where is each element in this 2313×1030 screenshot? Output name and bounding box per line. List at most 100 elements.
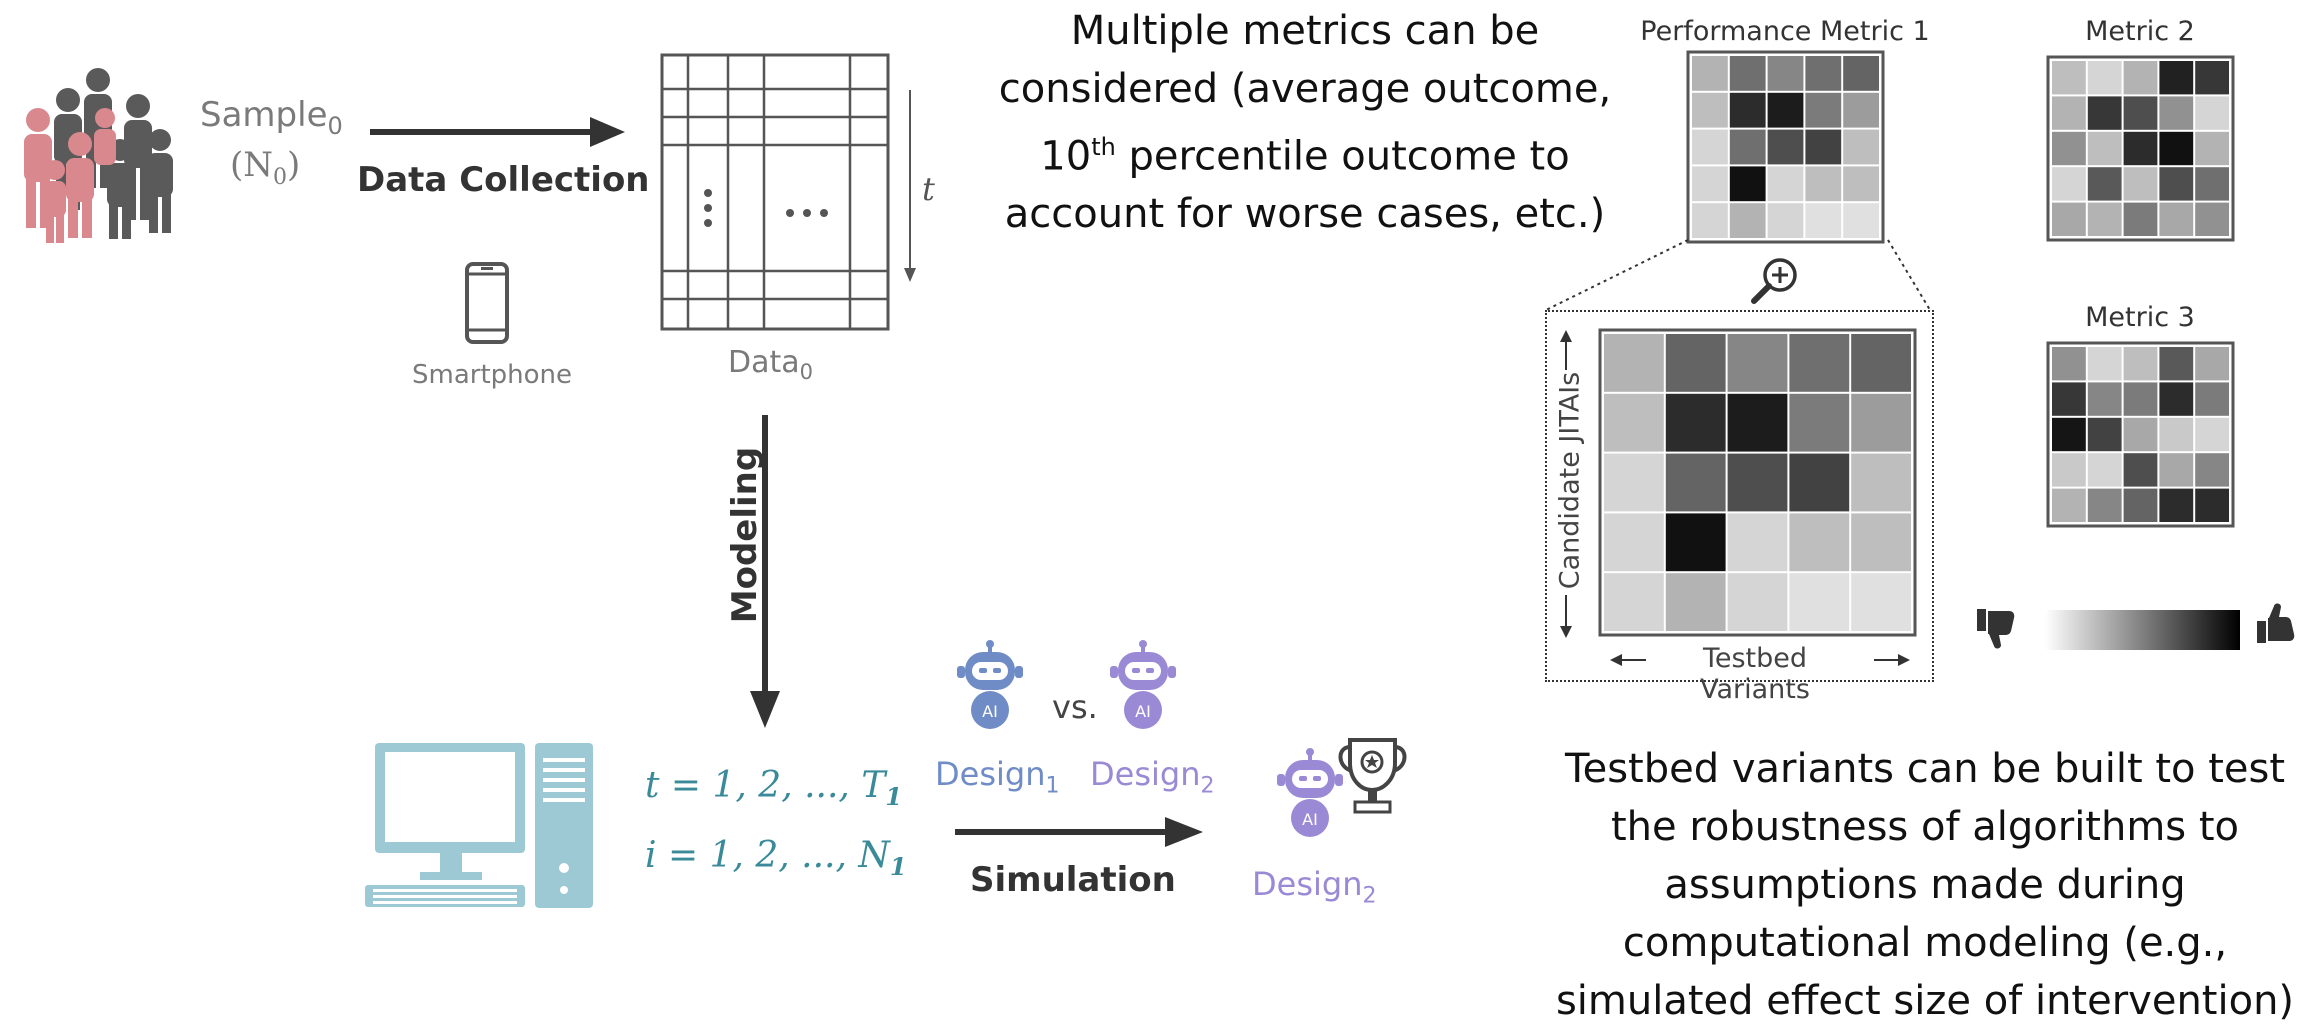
metric3-cell-r1-c4	[2195, 382, 2229, 416]
sample-label-text: Sample	[200, 95, 328, 135]
i-range-text: i = 1, 2, ..., N	[645, 835, 890, 876]
metric3-cell-r4-c0	[2052, 488, 2086, 522]
winner-subscript: 2	[1362, 883, 1377, 909]
metric3-cell-r1-c1	[2087, 382, 2122, 416]
zoom-cell-r3-c0	[1604, 513, 1664, 572]
metric1-cell-r1-c4	[1843, 92, 1879, 128]
winner-label-text: Design	[1252, 865, 1363, 903]
metrics-note: Multiple metrics can be considered (aver…	[985, 2, 1625, 243]
zoom-cell-r1-c3	[1789, 393, 1850, 452]
metrics-note-line3-post: percentile outcome to	[1115, 133, 1570, 180]
sample-label: Sample0	[200, 95, 343, 140]
testbed-note-line1: Testbed variants can be built to test	[1564, 746, 2286, 792]
metrics-note-line3: 10th percentile outcome to	[985, 118, 1625, 185]
ai-robot-icon-winner: AI	[1277, 748, 1343, 837]
zoom-cell-r4-c1	[1665, 573, 1726, 631]
metrics-note-line2: considered (average outcome,	[998, 66, 1612, 112]
metric1-cell-r0-c0	[1692, 56, 1728, 91]
metric2-cell-r3-c1	[2087, 167, 2122, 201]
metric3-cell-r1-c2	[2123, 382, 2158, 416]
sample-n-close: )	[287, 145, 301, 185]
metric2-cell-r1-c4	[2195, 96, 2229, 130]
trophy-icon	[1338, 738, 1407, 814]
metric3-cell-r2-c3	[2159, 417, 2194, 452]
metric3-cell-r0-c3	[2159, 347, 2194, 381]
data-table-label: Data0	[728, 345, 813, 384]
metric2-cell-r3-c3	[2159, 167, 2194, 201]
modeling-arrow	[750, 415, 780, 728]
testbed-note-line5: simulated effect size of intervention)	[1555, 978, 2295, 1024]
metric2-cell-r0-c2	[2123, 61, 2158, 95]
testbed-note-line3: assumptions made during	[1664, 862, 2186, 908]
metric1-cell-r0-c1	[1729, 56, 1766, 91]
metric1-cell-r1-c1	[1729, 92, 1766, 128]
metric1-cell-r2-c0	[1692, 129, 1728, 165]
metric2-cell-r1-c1	[2087, 96, 2122, 130]
metric1-cell-r2-c1	[1729, 129, 1766, 165]
zoom-cell-r0-c3	[1789, 334, 1850, 392]
data-subscript: 0	[799, 360, 814, 384]
i-range-subscript: 1	[889, 852, 907, 882]
testbed-note-line4: computational modeling (e.g.,	[1622, 920, 2228, 966]
zoom-cell-r2-c4	[1851, 453, 1911, 512]
metric1-cell-r1-c2	[1767, 92, 1804, 128]
zoom-cell-r4-c0	[1604, 573, 1664, 631]
zoom-cell-r3-c2	[1727, 513, 1788, 572]
t-range: t = 1, 2, ..., T1	[645, 765, 902, 811]
color-scale-bar	[2045, 610, 2240, 650]
metric1-cell-r3-c2	[1767, 166, 1804, 202]
metric1-cell-r3-c4	[1843, 166, 1879, 202]
computer-icon	[365, 743, 593, 908]
metric2-cell-r0-c3	[2159, 61, 2194, 95]
t-range-subscript: 1	[885, 782, 903, 812]
time-label: t	[922, 170, 935, 208]
smartphone-icon	[465, 262, 509, 344]
metric1-cell-r2-c4	[1843, 129, 1879, 165]
design2-label-text: Design	[1090, 755, 1201, 793]
metric1-cell-r4-c1	[1729, 203, 1766, 238]
zoom-box	[1545, 310, 1934, 682]
simulation-label: Simulation	[970, 860, 1176, 900]
zoom-cell-r1-c2	[1727, 393, 1788, 452]
metric3-cell-r0-c1	[2087, 347, 2122, 381]
zoom-cell-r1-c4	[1851, 393, 1911, 452]
metric2-cell-r4-c2	[2123, 202, 2158, 236]
metric2-cell-r4-c3	[2159, 202, 2194, 236]
zoom-connector	[1545, 239, 1931, 311]
ai-robot-icon-design1: AI	[957, 640, 1023, 729]
metric3-cell-r2-c4	[2195, 417, 2229, 452]
zoom-cell-r4-c2	[1727, 573, 1788, 631]
ai-robot-icon-design2: AI	[1110, 640, 1176, 729]
t-range-text: t = 1, 2, ..., T	[645, 765, 886, 806]
sample-size-label: (N0)	[230, 145, 300, 190]
metrics-note-line3-pre: 10	[1040, 133, 1092, 180]
metric1-cell-r2-c2	[1767, 129, 1804, 165]
zoom-cell-r2-c3	[1789, 453, 1850, 512]
people-group-icon	[24, 68, 173, 243]
zoom-cell-r0-c0	[1604, 334, 1664, 392]
zoomed-heatmap	[1598, 328, 1917, 637]
metric2-cell-r2-c0	[2052, 131, 2086, 166]
metric1-cell-r2-c3	[1805, 129, 1842, 165]
zoom-cell-r4-c4	[1851, 573, 1911, 631]
metric3-cell-r0-c2	[2123, 347, 2158, 381]
metric2-cell-r0-c0	[2052, 61, 2086, 95]
thumbs-down-icon	[1977, 609, 2015, 649]
metric3-heatmap	[2046, 341, 2235, 528]
metric1-title: Performance Metric 1	[1640, 16, 1930, 47]
zoom-cell-r4-c3	[1789, 573, 1850, 631]
design1-label: Design1	[935, 755, 1059, 798]
metric2-cell-r2-c4	[2195, 131, 2229, 166]
metric1-cell-r4-c3	[1805, 203, 1842, 238]
time-arrow	[904, 90, 916, 282]
metric3-cell-r3-c4	[2195, 453, 2229, 487]
metric2-cell-r3-c4	[2195, 167, 2229, 201]
metrics-note-line3-sup: th	[1091, 133, 1116, 161]
zoom-cell-r0-c4	[1851, 334, 1911, 392]
zoom-cell-r2-c0	[1604, 453, 1664, 512]
metric1-cell-r3-c3	[1805, 166, 1842, 202]
zoom-x-axis-label: Testbed Variants	[1700, 643, 1810, 705]
metric3-cell-r1-c0	[2052, 382, 2086, 416]
metric3-title: Metric 3	[2085, 302, 2195, 333]
metric2-heatmap	[2046, 55, 2235, 242]
